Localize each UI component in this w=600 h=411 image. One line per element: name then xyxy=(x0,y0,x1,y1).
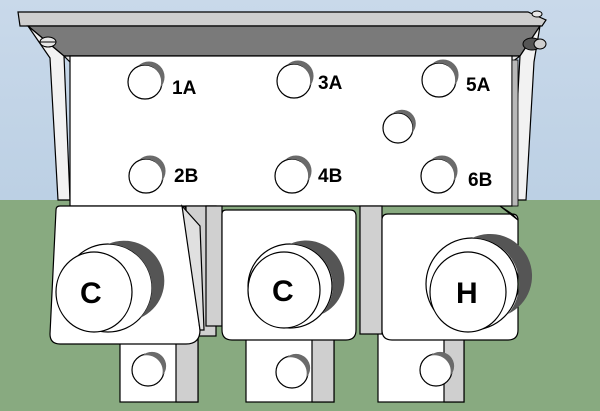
valve-stem-right xyxy=(377,329,465,403)
mounting-screw-left xyxy=(39,36,57,48)
solenoid-middle xyxy=(205,205,357,341)
port-label-3a: 3A xyxy=(318,73,343,94)
port-label-2b: 2B xyxy=(174,166,198,187)
solenoid-left xyxy=(49,204,217,345)
port-label-6b: 6B xyxy=(468,170,492,191)
solenoid-label-right: H xyxy=(456,277,478,310)
port-label-1a: 1A xyxy=(172,78,197,99)
mounting-screw-right xyxy=(522,10,547,51)
port-label-4b: 4B xyxy=(318,166,342,187)
solenoid-label-middle: C xyxy=(272,275,294,308)
solenoid-label-left: C xyxy=(80,277,102,310)
valve-stem-middle xyxy=(245,329,335,403)
port-label-5a: 5A xyxy=(466,75,491,96)
center-port-hole xyxy=(382,112,414,144)
valve-body-shadow xyxy=(511,59,519,207)
solenoid-right xyxy=(359,205,533,341)
